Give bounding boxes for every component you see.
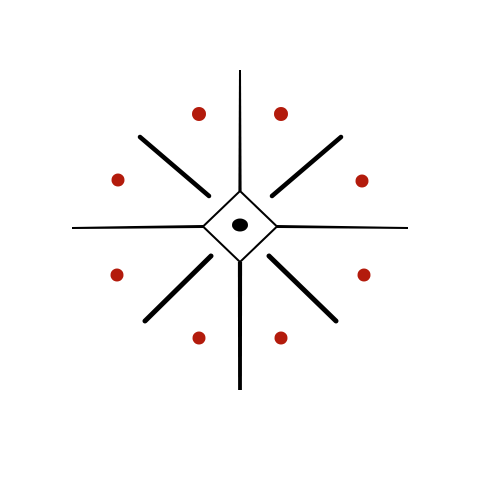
bar-south-west bbox=[142, 253, 214, 324]
red-dot bbox=[355, 174, 369, 188]
red-dot bbox=[192, 331, 206, 345]
arm-north bbox=[238, 70, 242, 191]
red-dot bbox=[274, 331, 288, 345]
arm-east bbox=[277, 225, 408, 229]
red-dot bbox=[111, 173, 125, 187]
arm-south bbox=[237, 262, 243, 390]
center-dot bbox=[232, 218, 248, 232]
red-dot bbox=[192, 107, 206, 121]
bar-north-west bbox=[137, 134, 212, 199]
red-dot bbox=[357, 268, 371, 282]
red-dot bbox=[110, 268, 124, 282]
bar-south-east bbox=[266, 253, 339, 324]
bar-north-east bbox=[269, 134, 344, 199]
red-dot bbox=[274, 107, 288, 121]
arm-west bbox=[72, 225, 203, 229]
